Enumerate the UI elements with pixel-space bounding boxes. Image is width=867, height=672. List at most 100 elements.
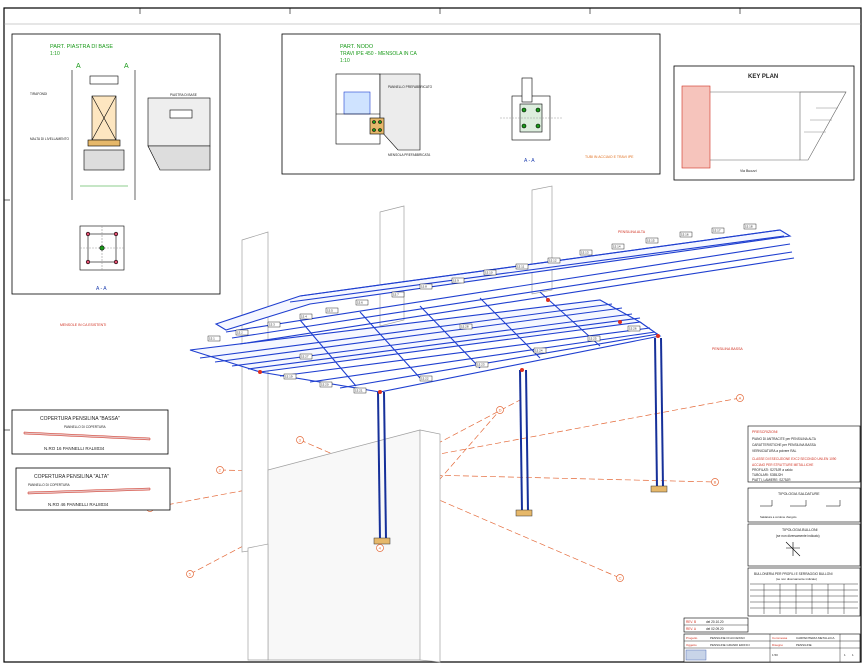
spec-panel: PRESCRIZIONI PIANO DI ANTRACITE per PENS… xyxy=(747,425,861,617)
tb-value-1: PENSILINE DI ACCESSO xyxy=(710,636,746,640)
svg-text:2: 2 xyxy=(219,467,222,472)
detail-node-frame xyxy=(281,33,661,175)
grid-bubble: C xyxy=(616,574,624,582)
member-tag: 15.6 xyxy=(355,299,369,306)
svg-text:15.24: 15.24 xyxy=(535,349,543,353)
grid-bubble: B xyxy=(711,478,719,486)
svg-text:15.6: 15.6 xyxy=(357,301,363,305)
spec-line-3: VERNICIATURA a polvere RAL xyxy=(752,449,797,453)
svg-text:15.28: 15.28 xyxy=(461,325,469,329)
grid-bubble: 4 xyxy=(376,544,384,552)
svg-text:15.8: 15.8 xyxy=(421,285,427,289)
member-tag: 15.26 xyxy=(627,325,641,332)
section-mark-a-left: A xyxy=(76,63,81,70)
frame-ticks xyxy=(4,8,741,431)
tb-label-2: Oggetto xyxy=(686,643,697,647)
svg-text:B: B xyxy=(714,479,717,484)
member-tag: 15.23 xyxy=(475,361,489,368)
torque-subtitle: (se non diversamente indicato) xyxy=(776,577,817,581)
svg-text:15.16: 15.16 xyxy=(681,233,689,237)
member-tag: 15.15 xyxy=(645,237,659,244)
spec-steel-1: PROFILATI: S275JR a caldo xyxy=(752,468,793,472)
member-tag: 15.7 xyxy=(391,291,405,298)
svg-text:15.23: 15.23 xyxy=(477,363,485,367)
member-tag: 15.25 xyxy=(587,335,601,342)
torque-title: BULLONERIA PER PROFILI E SERRAGGIO BULLO… xyxy=(754,572,833,576)
key-plan-frame xyxy=(673,65,855,181)
svg-text:D: D xyxy=(499,407,502,412)
section-mark-a-right: A xyxy=(124,63,129,70)
spec-steel-heading: ACCIAIO PER STRUTTURE METALLICHE xyxy=(752,463,813,467)
svg-text:4: 4 xyxy=(379,545,382,550)
rev-a: REV. A xyxy=(686,627,697,631)
tb-label-3: Commessa xyxy=(772,636,788,640)
roof-low-count: N.RO 16 PANNELLI RAL8034 xyxy=(44,446,105,451)
member-tag: 15.16 xyxy=(679,231,693,238)
detail-node-title: PART. NODO xyxy=(340,44,374,50)
svg-text:15.20: 15.20 xyxy=(321,383,329,387)
isometric-view: 15.115.215.315.415.515.615.715.815.915.1… xyxy=(60,185,795,663)
svg-text:15.7: 15.7 xyxy=(393,293,399,297)
svg-text:15.11: 15.11 xyxy=(517,265,525,269)
svg-text:15.26: 15.26 xyxy=(629,327,637,331)
svg-text:5: 5 xyxy=(189,571,192,576)
svg-text:15.22: 15.22 xyxy=(421,377,429,381)
node-section-label: A - A xyxy=(524,158,535,164)
member-tags: 15.115.215.315.415.515.615.715.815.915.1… xyxy=(207,223,757,394)
tb-value-2: PENSILINE GRANDI EDIFICI xyxy=(710,643,750,647)
member-tag: 15.9 xyxy=(451,277,465,284)
member-tag: 15.13 xyxy=(579,249,593,256)
base-note-3: PIASTRA DI BASE xyxy=(170,93,197,97)
svg-text:15.10: 15.10 xyxy=(485,271,493,275)
grid-bubble: 3 xyxy=(296,436,304,444)
member-tag: 15.10 xyxy=(483,269,497,276)
svg-text:15.27: 15.27 xyxy=(301,355,309,359)
connection-nodes xyxy=(258,298,660,394)
member-tag: 15.24 xyxy=(533,347,547,354)
svg-text:15.18: 15.18 xyxy=(745,225,753,229)
node-red-note: TUBI IN ACCIAIO E TRAVI IPE xyxy=(585,155,634,159)
member-tag: 15.5 xyxy=(325,307,339,314)
node-note-2: MENSOLA PREFABBRICATA xyxy=(388,153,431,157)
spec-class: CLASSE DI ESECUZIONE EXC2 SECONDO UNI-EN… xyxy=(752,457,837,461)
tb-sheet: 1 xyxy=(844,653,846,657)
svg-text:15.17: 15.17 xyxy=(713,229,721,233)
tb-value-3: CARPENTERIA METALLICA xyxy=(796,636,834,640)
detail-base-plate: PART. PIASTRA DI BASE 1:10 A A TIRAFONDI… xyxy=(11,33,221,295)
detail-base-frame xyxy=(11,33,221,295)
spec-steel-2: TUBOLARI: S355J2H xyxy=(752,473,784,477)
member-tag: 15.11 xyxy=(515,263,529,270)
member-tag: 15.1 xyxy=(207,335,221,342)
svg-text:15.9: 15.9 xyxy=(453,279,459,283)
red-annotation-1: MENSOLE IN CA ESISTENTI xyxy=(60,323,106,327)
key-plan-street: Via Buozzi xyxy=(740,169,757,173)
svg-text:3: 3 xyxy=(299,437,302,442)
bolts-title: TIPOLOGIA BULLONI xyxy=(782,528,818,532)
roof-low-legend: COPERTURA PENSILINA "BASSA" PANNELLO DI … xyxy=(11,409,169,455)
detail-node-subtitle: TRAVI IPE 450 - MENSOLA IN CA xyxy=(340,51,418,57)
member-tag: 15.28 xyxy=(459,323,473,330)
svg-text:15.19: 15.19 xyxy=(285,375,293,379)
roof-high-count: N.RO 46 PANNELLI RAL8034 xyxy=(48,502,109,507)
svg-text:C: C xyxy=(619,575,622,580)
bolts-subtitle: (se non diversamente indicato) xyxy=(776,534,820,538)
detail-base-title: PART. PIASTRA DI BASE xyxy=(50,44,113,50)
member-tag: 15.12 xyxy=(547,257,561,264)
svg-text:A: A xyxy=(739,395,742,400)
svg-text:15.12: 15.12 xyxy=(549,259,557,263)
member-tag: 15.27 xyxy=(299,353,313,360)
svg-text:15.15: 15.15 xyxy=(647,239,655,243)
rev-b: REV. B xyxy=(686,620,696,624)
spec-line-2: CARATTERISTICHE per PENSILINA BASSA xyxy=(752,443,817,447)
svg-text:15.13: 15.13 xyxy=(581,251,589,255)
title-block: Progetto PENSILINE DI ACCESSO Oggetto PE… xyxy=(683,633,861,663)
detail-node-scale: 1:10 xyxy=(340,58,350,64)
key-plan-title: KEY PLAN xyxy=(748,74,778,80)
member-tag: 15.20 xyxy=(319,381,333,388)
svg-text:15.25: 15.25 xyxy=(589,337,597,341)
roof-low-title: COPERTURA PENSILINA "BASSA" xyxy=(40,416,120,422)
tb-label-4: Disegno xyxy=(772,643,783,647)
tb-of: 1 xyxy=(852,653,854,657)
welding-title: TIPOLOGIA SALDATURE xyxy=(778,492,820,496)
